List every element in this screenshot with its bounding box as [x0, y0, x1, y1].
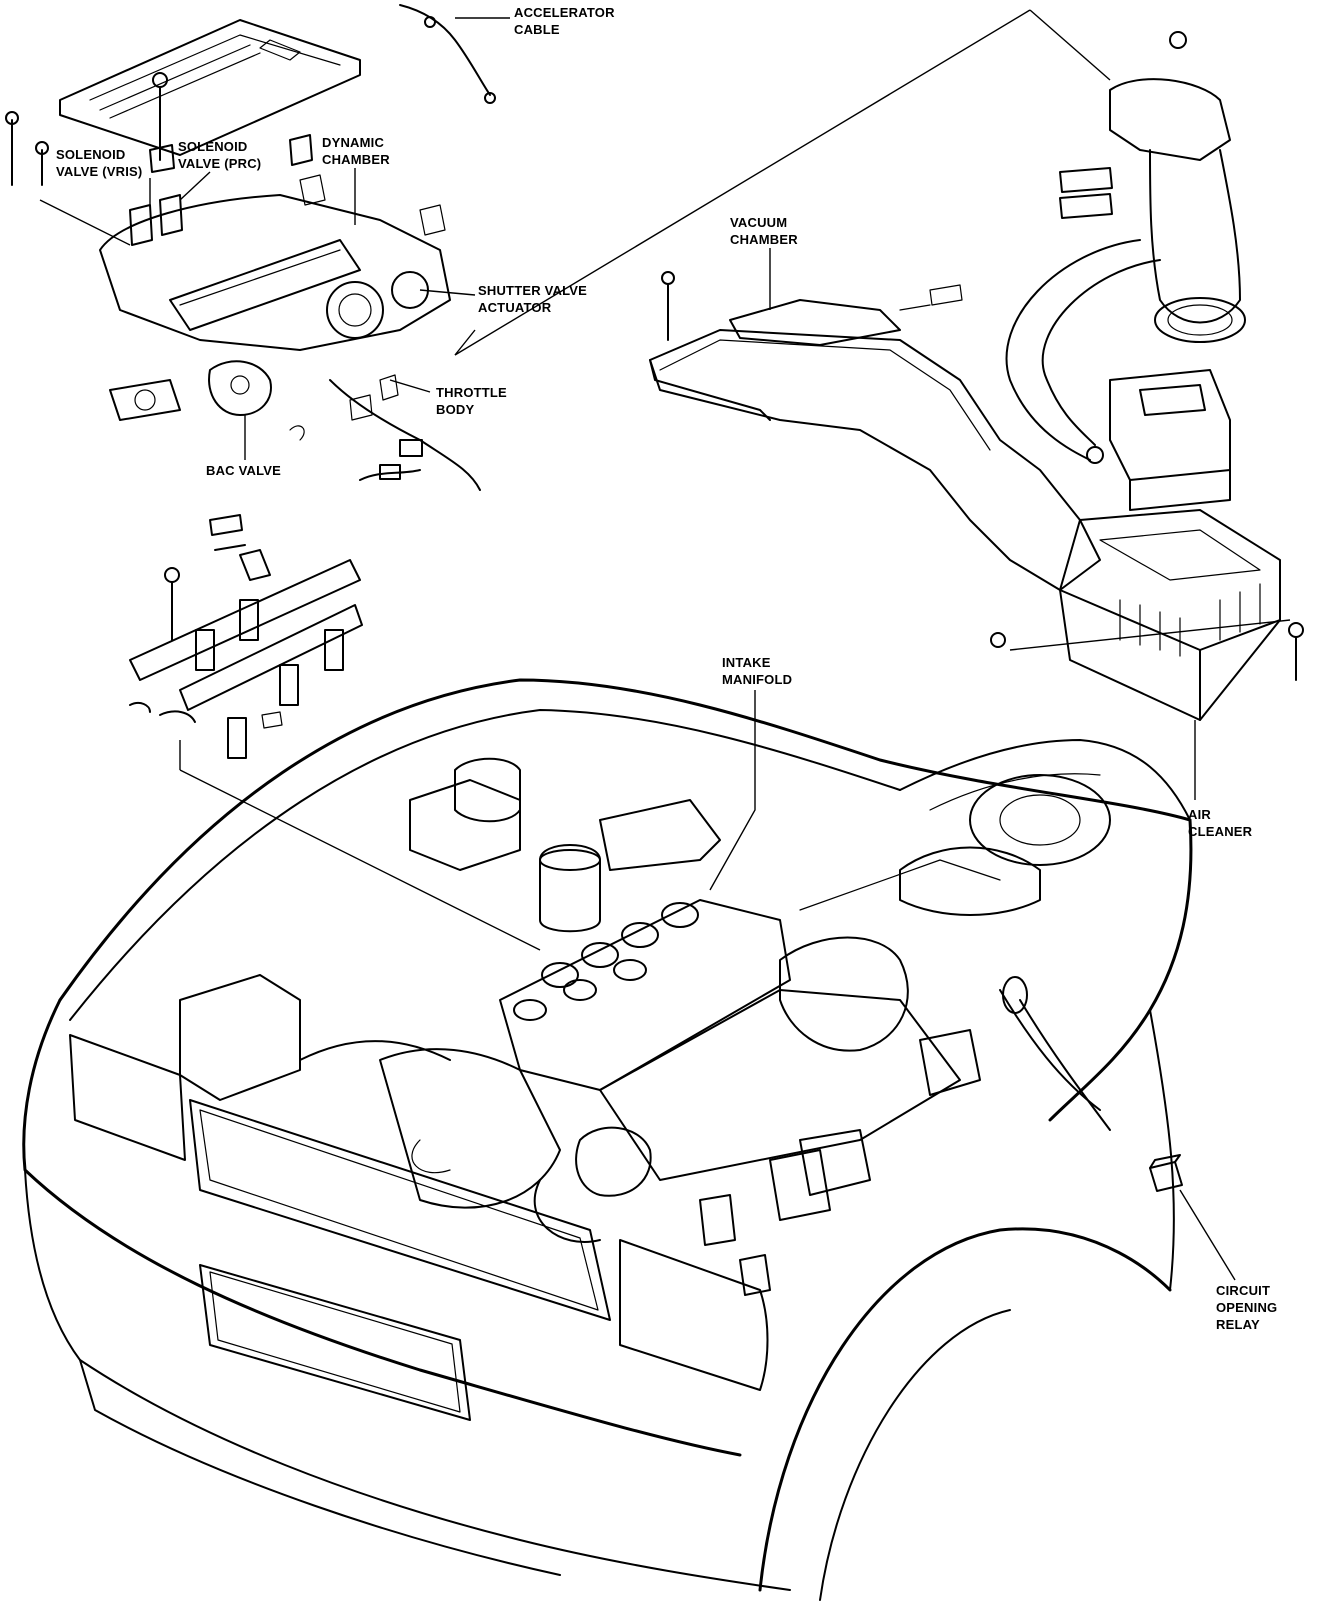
label-air-cleaner: AIR CLEANER: [1188, 807, 1253, 839]
label-shutter-valve-actuator: SHUTTER VALVE ACTUATOR: [478, 283, 588, 315]
label-intake-manifold: INTAKE MANIFOLD: [722, 655, 793, 687]
label-throttle-body: THROTTLE BODY: [436, 385, 507, 417]
label-solenoid-valve-prc: SOLENOID VALVE (PRC): [178, 139, 262, 171]
label-bac-valve: BAC VALVE: [206, 463, 281, 478]
label-solenoid-valve-vris: SOLENOID VALVE (VRIS): [56, 147, 143, 179]
leader-lines: [39, 9, 1291, 1281]
dynamic-chamber-assembly: [5, 4, 496, 491]
air-intake-assembly: [649, 31, 1304, 721]
label-accelerator-cable: ACCELERATOR CABLE: [514, 5, 615, 37]
label-circuit-opening-relay: CIRCUIT OPENING RELAY: [1216, 1283, 1278, 1332]
label-dynamic-chamber: DYNAMIC CHAMBER: [322, 135, 390, 167]
circuit-opening-relay-part: [1149, 1154, 1183, 1192]
label-vacuum-chamber: VACUUM CHAMBER: [730, 215, 798, 247]
car-body: [22, 678, 1193, 1601]
fuel-rail-assembly: [129, 514, 363, 759]
engine-bay: [179, 757, 1111, 1296]
